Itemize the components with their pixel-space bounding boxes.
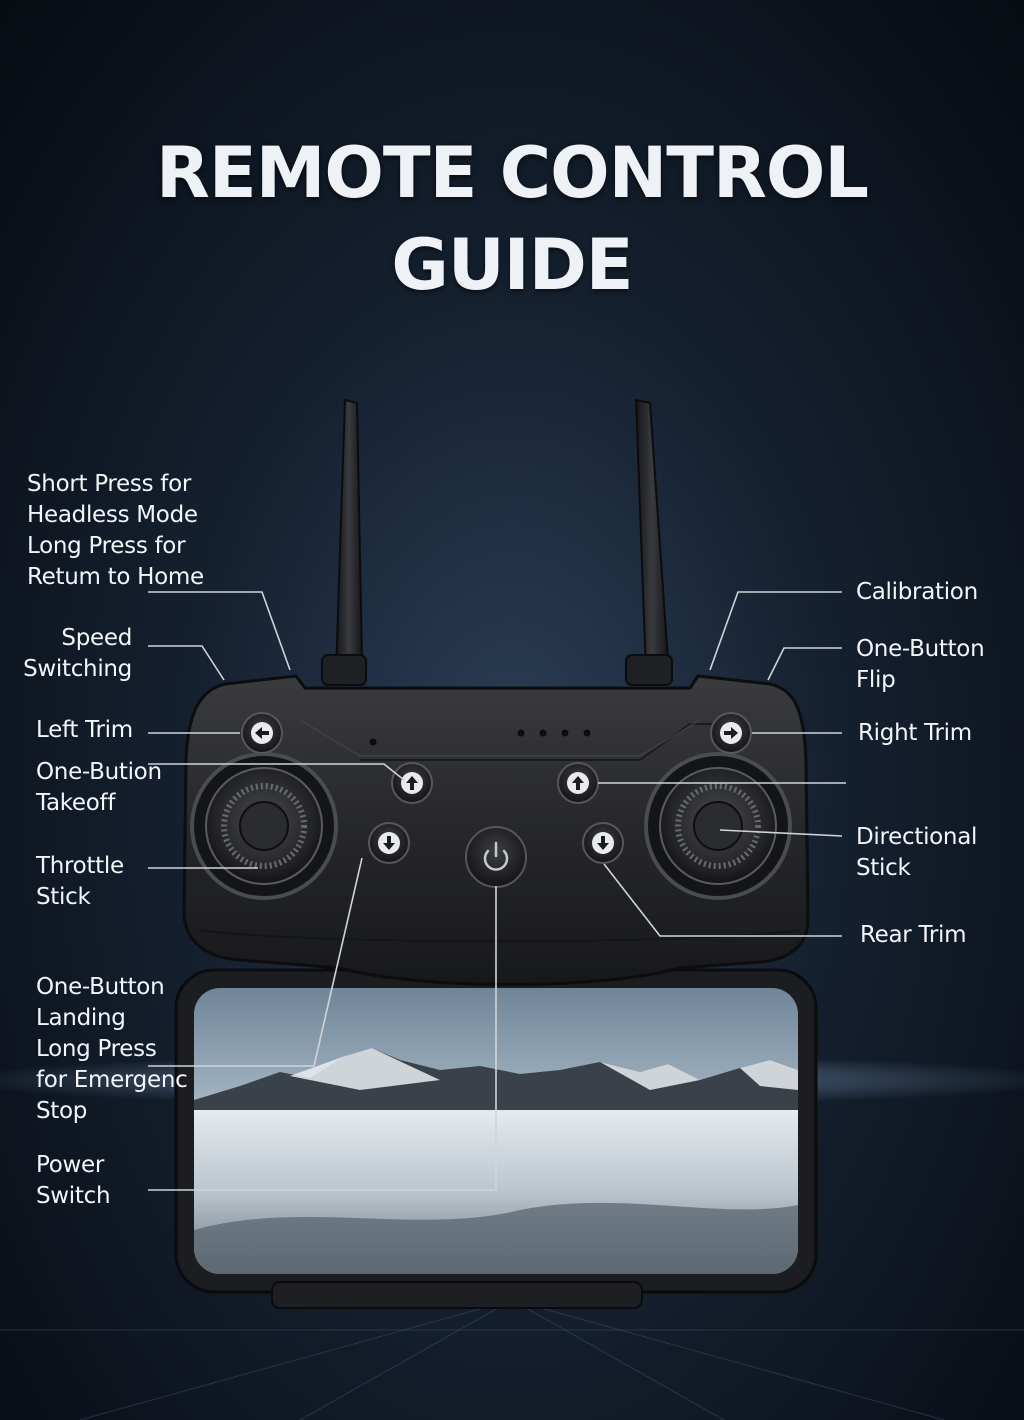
label-line: Switch xyxy=(36,1183,111,1209)
leader-headless xyxy=(148,591,291,671)
up-arrow-icon xyxy=(406,776,418,790)
leader-lines xyxy=(148,591,846,1191)
takeoff-button[interactable] xyxy=(391,762,433,804)
title-line-2: GUIDE xyxy=(391,224,633,306)
page-title: REMOTE CONTROL GUIDE xyxy=(0,127,1024,311)
left-arrow-icon xyxy=(255,727,269,739)
label-line: Takeoff xyxy=(36,790,116,816)
leader-landing xyxy=(148,857,363,1067)
throttle-stick[interactable] xyxy=(190,752,338,900)
left-trim-button[interactable] xyxy=(241,712,283,754)
label-one-button-takeoff: One-Bution Takeoff xyxy=(36,757,162,819)
label-line: Flip xyxy=(856,667,896,693)
label-throttle-stick: Throttle Stick xyxy=(36,851,124,913)
up-arrow-icon xyxy=(572,776,584,790)
label-line: Stick xyxy=(856,855,911,881)
battery-indicator-dots xyxy=(517,729,591,737)
status-led xyxy=(369,738,377,746)
leader-calibration xyxy=(709,591,842,671)
leader-flip xyxy=(767,647,842,681)
label-line: Switching xyxy=(23,656,132,682)
label-line: Long Press for xyxy=(27,533,186,559)
landing-button[interactable] xyxy=(368,822,410,864)
leader-power xyxy=(148,886,497,1191)
label-line: Calibration xyxy=(856,579,978,605)
down-arrow-icon xyxy=(383,836,395,850)
label-line: One-Bution xyxy=(36,759,162,785)
down-arrow-icon xyxy=(597,836,609,850)
label-line: Short Press for xyxy=(27,471,192,497)
left-antenna xyxy=(321,398,367,686)
power-icon xyxy=(483,841,509,871)
label-speed-switching: Speed Switching xyxy=(12,623,132,685)
label-line: Landing xyxy=(36,1005,126,1031)
label-calibration: Calibration xyxy=(856,577,978,608)
label-headless-mode: Short Press for Headless Mode Long Press… xyxy=(27,469,204,593)
label-line: for Emergenc xyxy=(36,1067,188,1093)
label-line: Speed xyxy=(61,625,132,651)
leader-speed xyxy=(148,645,225,681)
right-trim-button[interactable] xyxy=(710,712,752,754)
right-antenna xyxy=(625,398,673,686)
floor-grid xyxy=(0,1299,1024,1420)
label-power-switch: Power Switch xyxy=(36,1150,111,1212)
label-one-button-flip: One-Button Flip xyxy=(856,634,985,696)
right-arrow-icon xyxy=(724,727,738,739)
label-line: Right Trim xyxy=(858,720,972,746)
label-line: Left Trim xyxy=(36,717,133,743)
label-line: Stop xyxy=(36,1098,88,1124)
label-directional-stick: Directional Stick xyxy=(856,822,977,884)
label-line: Stick xyxy=(36,884,91,910)
label-line: One-Button xyxy=(36,974,165,1000)
label-line: Rear Trim xyxy=(860,922,967,948)
label-right-trim: Right Trim xyxy=(858,718,972,749)
label-line: Directional xyxy=(856,824,978,850)
label-line: Power xyxy=(36,1152,105,1178)
label-line: Retum to Home xyxy=(27,564,204,590)
label-line: Throttle xyxy=(36,853,124,879)
leader-rear-trim xyxy=(603,863,842,937)
label-line: Headless Mode xyxy=(27,502,198,528)
front-trim-button[interactable] xyxy=(557,762,599,804)
leader-takeoff xyxy=(148,763,405,781)
label-line: One-Button xyxy=(856,636,985,662)
label-rear-trim: Rear Trim xyxy=(860,920,966,951)
title-line-1: REMOTE CONTROL xyxy=(155,132,869,214)
leader-directional xyxy=(719,829,843,837)
label-line: Long Press xyxy=(36,1036,157,1062)
label-one-button-landing: One-Button Landing Long Press for Emerge… xyxy=(36,972,188,1127)
label-left-trim: Left Trim xyxy=(36,715,133,746)
directional-stick[interactable] xyxy=(644,752,792,900)
rear-trim-button[interactable] xyxy=(582,822,624,864)
power-button[interactable] xyxy=(465,826,527,888)
